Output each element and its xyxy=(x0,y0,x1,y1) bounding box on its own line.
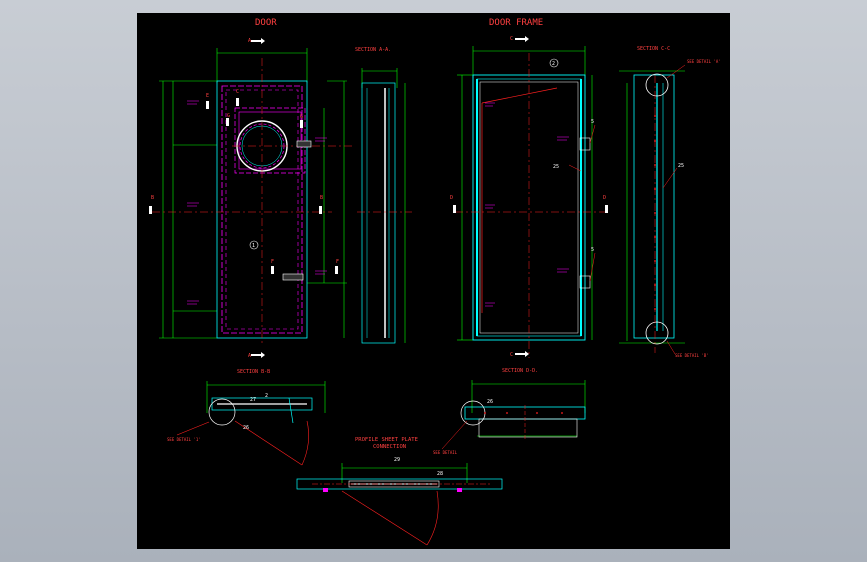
note-see-detail-1: SEE DETAIL '1' xyxy=(167,437,201,442)
cut-label-b-right: B xyxy=(320,195,323,201)
cut-label-c: C xyxy=(236,89,239,95)
cut-label-g-right: G xyxy=(300,114,303,120)
item-2: 2 xyxy=(265,393,268,399)
title-section-bb: SECTION B-B xyxy=(237,369,270,375)
cut-label-e: E xyxy=(206,93,209,99)
section-aa-view xyxy=(357,68,412,344)
item-26-bb: 26 xyxy=(243,425,249,431)
balloon-door-panel: 1 xyxy=(252,243,255,249)
note-see-detail-a: SEE DETAIL 'A' xyxy=(687,59,721,64)
item-5-frame-bottom: 5 xyxy=(591,247,594,253)
title-profile-line1: PROFILE SHEET PLATE xyxy=(355,437,418,443)
item-5-frame-top: 5 xyxy=(591,119,594,125)
cut-label-c-top: C xyxy=(510,36,513,42)
cut-label-a-bottom: A xyxy=(248,353,251,359)
section-bb-view: 27 2 26 SEE DETAIL '1' xyxy=(167,381,326,466)
section-cc-view: SEE DETAIL 'A' SEE DETAIL 'B' 25 xyxy=(619,59,721,358)
item-26-dd: 26 xyxy=(487,399,493,405)
cad-drawing-sheet: DOOR DOOR FRAME SECTION A-A. SECTION C-C… xyxy=(137,13,730,549)
cut-label-f-right: F xyxy=(336,259,339,265)
title-profile-line2: CONNECTION xyxy=(373,444,406,450)
item-27: 27 xyxy=(250,397,256,403)
drawing-canvas: DOOR DOOR FRAME SECTION A-A. SECTION C-C… xyxy=(149,18,721,546)
item-25-frame: 25 xyxy=(553,164,559,170)
title-door: DOOR xyxy=(255,18,277,28)
item-25-section-cc: 25 xyxy=(678,163,684,169)
cut-label-d-left: D xyxy=(450,195,453,201)
balloon-door-frame: 2 xyxy=(552,61,555,67)
section-dd-view: SEE DETAIL 26 xyxy=(433,380,586,455)
note-see-detail-b: SEE DETAIL 'B' xyxy=(675,353,709,358)
cut-label-f-left: F xyxy=(271,259,274,265)
cut-label-b-left: B xyxy=(151,195,154,201)
door-frame-front-view: C C D D 2 25 5 5 xyxy=(450,36,608,358)
title-section-cc: SECTION C-C xyxy=(637,46,670,52)
profile-connection-view: 29 28 xyxy=(296,457,503,546)
cut-label-g-left: G xyxy=(227,113,230,119)
note-see-detail-2: SEE DETAIL xyxy=(433,450,458,455)
title-section-dd: SECTION D-D. xyxy=(502,368,538,374)
title-section-aa: SECTION A-A. xyxy=(355,47,391,53)
item-28: 28 xyxy=(437,471,443,477)
cut-label-a-top: A xyxy=(248,38,251,44)
cut-label-d-right: D xyxy=(603,195,606,201)
item-29: 29 xyxy=(394,457,400,463)
cut-label-c-bottom: C xyxy=(510,352,513,358)
title-door-frame: DOOR FRAME xyxy=(489,18,543,28)
door-front-view: A A B B E C G G F F 1 xyxy=(149,38,352,359)
